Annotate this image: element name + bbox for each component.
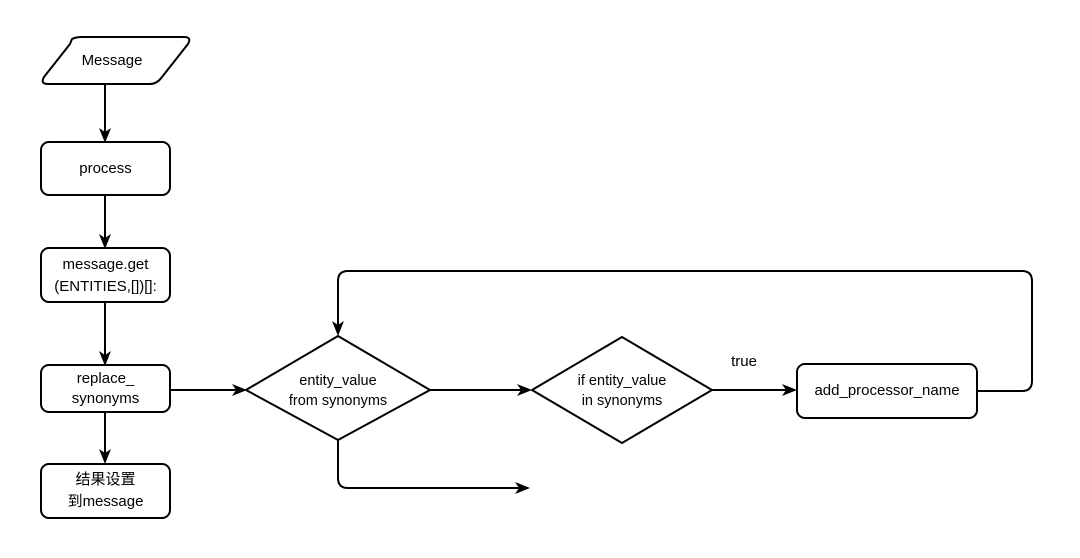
edge-entity-value-to-if-entity-value (430, 384, 532, 396)
arrowhead-icon (517, 384, 532, 396)
arrowhead-icon (99, 449, 111, 464)
node-shape-rect (40, 364, 171, 413)
arrowhead-icon (332, 321, 344, 336)
edge-process-to-message-get (99, 195, 111, 249)
edge-replace-synonyms-to-result-set (99, 412, 111, 464)
node-entity-value-from-synonyms[interactable]: entity_value from synonyms (245, 335, 431, 441)
node-label-process: process (79, 160, 132, 177)
node-label-message-get-line2: (ENTITIES,[])[]: (54, 278, 157, 295)
edge-line (337, 440, 520, 489)
arrowhead-icon (99, 351, 111, 366)
node-shape-rect (40, 247, 171, 303)
node-shape-diamond (245, 335, 431, 441)
edge-message-to-process (99, 84, 111, 143)
arrowhead-icon (99, 128, 111, 143)
node-label-if-entity-value-line1: if entity_value (578, 373, 667, 389)
node-replace-synonyms[interactable]: replace_ synonyms (40, 364, 171, 413)
node-shape-rect (40, 141, 171, 196)
arrowhead-icon (782, 384, 797, 396)
node-label-if-entity-value-line2: in synonyms (582, 393, 663, 409)
node-if-entity-value-in-synonyms[interactable]: if entity_value in synonyms (531, 336, 713, 444)
edge-if-entity-value-to-add-processor-name: true (712, 353, 797, 396)
node-shape-diamond (531, 336, 713, 444)
node-message-get[interactable]: message.get (ENTITIES,[])[]: (40, 247, 171, 303)
node-message[interactable]: Message (41, 36, 191, 85)
node-shape-parallelogram (41, 36, 191, 85)
node-label-message-get-line1: message.get (63, 256, 150, 273)
node-label-result-set-line2: 到message (68, 493, 144, 510)
node-label-entity-value-line2: from synonyms (289, 393, 387, 409)
edge-replace-synonyms-to-entity-value (170, 384, 247, 396)
node-result-set-to-message[interactable]: 结果设置 到message (40, 463, 171, 519)
node-label-add-processor-name: add_processor_name (814, 382, 959, 399)
arrowhead-icon (99, 234, 111, 249)
node-shape-rect (40, 463, 171, 519)
edge-line (337, 270, 1033, 392)
node-label-result-set-line1: 结果设置 (75, 471, 135, 488)
arrowhead-icon (515, 482, 530, 494)
arrowhead-icon (232, 384, 247, 396)
node-label-entity-value-line1: entity_value (299, 373, 376, 389)
edge-add-processor-name-loop-back (332, 270, 1033, 392)
node-label-replace-synonyms-line1: replace_ (77, 370, 135, 387)
edge-entity-value-exit (337, 440, 530, 494)
node-add-processor-name[interactable]: add_processor_name (796, 363, 978, 419)
node-process[interactable]: process (40, 141, 171, 196)
edge-label-true: true (731, 353, 757, 370)
node-label-message: Message (82, 52, 143, 69)
node-label-replace-synonyms-line2: synonyms (72, 390, 140, 407)
node-shape-rect (796, 363, 978, 419)
edge-message-get-to-replace-synonyms (99, 302, 111, 366)
